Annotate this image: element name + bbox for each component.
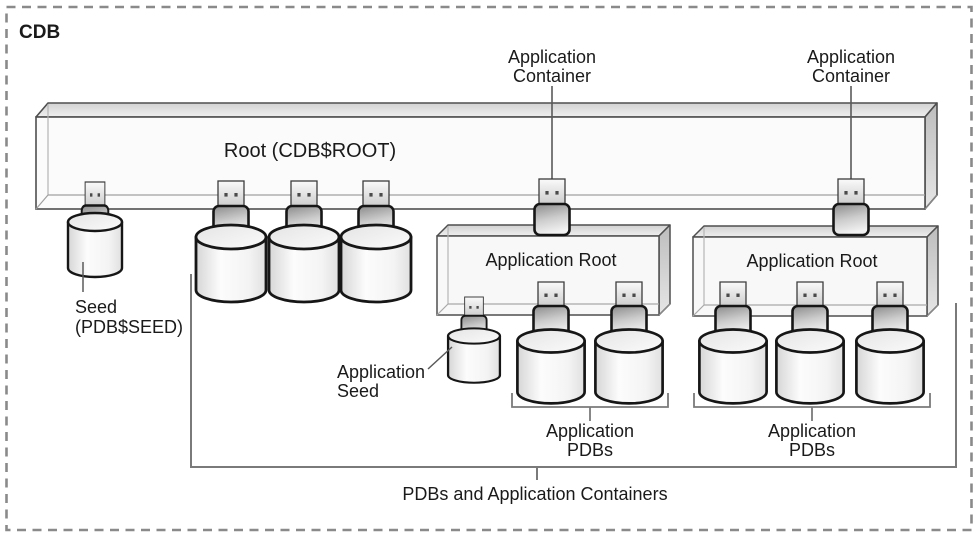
application-seed-label-line2: Seed: [337, 381, 379, 401]
application-pdbs-label-1-line2: PDBs: [567, 440, 613, 460]
application-container-label-1-line2: Container: [513, 66, 591, 86]
pdb-database-cylinder-icon: [194, 223, 268, 304]
application-pdbs-bracket-2: [693, 393, 931, 421]
application-pdb-plug-icon: [871, 280, 909, 338]
bottom-caption: PDBs and Application Containers: [402, 484, 667, 504]
seed-label: Seed (PDB$SEED): [75, 297, 183, 337]
application-pdbs-label-2-line1: Application: [768, 421, 856, 441]
application-pdb-database-cylinder-icon: [775, 328, 845, 405]
application-pdb-plug-icon: [714, 280, 752, 338]
application-pdb-database-cylinder-icon: [594, 328, 664, 405]
pdbs-and-application-containers-bracket: [190, 274, 957, 480]
pdb-database-cylinder-icon: [339, 223, 413, 304]
application-pdbs-label-2-line2: PDBs: [789, 440, 835, 460]
seed-database-cylinder-icon: [66, 211, 124, 279]
application-pdbs-label-1: Application PDBs: [546, 421, 634, 460]
application-container-label-1-line1: Application: [508, 47, 596, 67]
application-seed-label-line1: Application: [337, 362, 425, 382]
application-seed-leader-line: [427, 346, 453, 370]
application-container-plug-icon-2: [832, 177, 870, 237]
application-root-label-1: Application Root: [485, 250, 616, 270]
root-label: Root (CDB$ROOT): [224, 140, 396, 162]
application-pdb-database-cylinder-icon: [516, 328, 586, 405]
application-pdb-plug-icon: [610, 280, 648, 338]
application-pdbs-bracket-1: [511, 393, 669, 421]
application-container-label-2-line2: Container: [812, 66, 890, 86]
application-container-label-1: Application Container: [508, 47, 596, 86]
application-container-label-2: Application Container: [807, 47, 895, 86]
seed-label-line2: (PDB$SEED): [75, 317, 183, 337]
application-container-plug-icon-1: [533, 177, 571, 237]
pdb-database-cylinder-icon: [267, 223, 341, 304]
application-pdbs-label-2: Application PDBs: [768, 421, 856, 460]
cdb-boundary: [5, 5, 973, 532]
cdb-label: CDB: [19, 22, 60, 43]
application-root-label-2: Application Root: [746, 251, 877, 271]
application-seed-label: Application Seed: [337, 362, 425, 401]
application-pdb-database-cylinder-icon: [698, 328, 768, 405]
application-pdbs-label-1-line1: Application: [546, 421, 634, 441]
seed-label-line1: Seed: [75, 297, 117, 317]
application-seed-database-cylinder-icon: [446, 327, 502, 384]
application-pdb-plug-icon: [532, 280, 570, 338]
application-pdb-database-cylinder-icon: [855, 328, 925, 405]
application-container-label-2-line1: Application: [807, 47, 895, 67]
application-pdb-plug-icon: [791, 280, 829, 338]
root-container-box: Root (CDB$ROOT): [35, 102, 938, 210]
